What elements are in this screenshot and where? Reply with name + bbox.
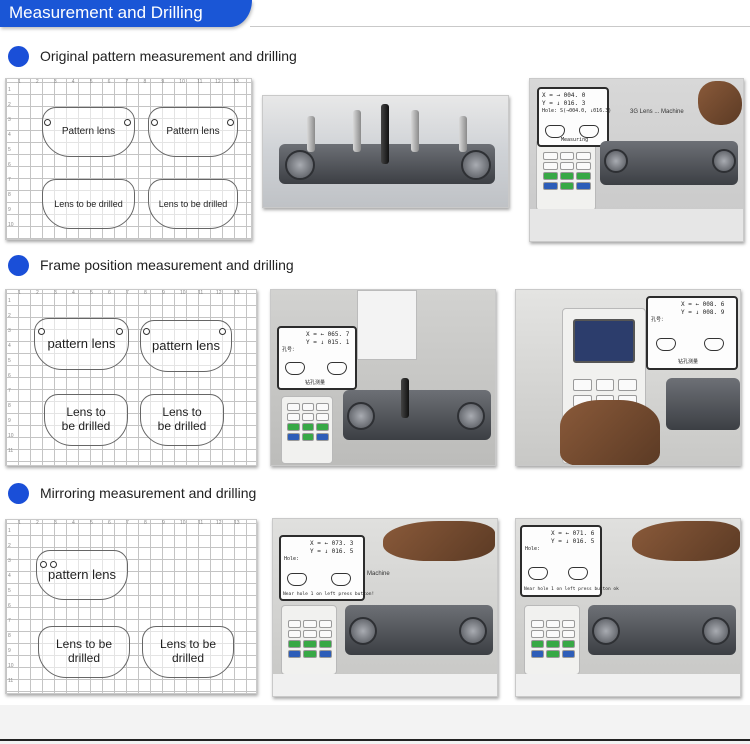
glasses-icon — [704, 338, 724, 351]
drill-lens-left: Lens to be drilled — [42, 179, 135, 229]
section-1-heading: Original pattern measurement and drillin… — [8, 45, 297, 67]
hand-image — [383, 521, 495, 561]
hand-image — [698, 81, 742, 125]
drill-lens-right: Lens to be drilled — [142, 626, 234, 678]
section-label: Original pattern measurement and drillin… — [40, 48, 297, 64]
glasses-icon — [568, 567, 588, 580]
pattern-lens-right: pattern lens — [140, 320, 232, 372]
drill-lens-right: Lens to be drilled — [148, 179, 238, 229]
hole-icon — [151, 119, 158, 126]
section-label: Frame position measurement and drilling — [40, 257, 294, 273]
photo-machine-measuring: X = → 004. 0 Y = ↓ 016. 3 Hole: S(→004.0… — [529, 78, 744, 242]
photo-keypad-press: X = ← 008. 6 Y = ↓ 008. 9 孔号： 钻孔测量 — [515, 289, 741, 466]
pattern-lens-left: Pattern lens — [42, 107, 135, 157]
control-console — [281, 605, 337, 675]
glasses-icon — [579, 125, 599, 138]
keypad — [287, 403, 329, 441]
display-screen: X = ← 073. 3 Y = ↓ 016. 5 Hole: Near hol… — [279, 535, 374, 601]
hole-icon — [116, 328, 123, 335]
hand-image — [560, 400, 660, 465]
control-console — [524, 605, 580, 675]
control-console — [281, 396, 333, 464]
lcd-screen — [573, 319, 635, 363]
drill-lens-left: Lens to be drilled — [38, 626, 130, 678]
glasses-icon — [285, 362, 305, 375]
display-screen: X = → 004. 0 Y = ↓ 016. 3 Hole: S(→004.0… — [537, 87, 611, 147]
keypad — [543, 152, 591, 190]
hole-icon — [143, 328, 150, 335]
header-divider — [250, 26, 750, 27]
bullet-dot-icon — [8, 45, 29, 67]
glasses-icon — [545, 125, 565, 138]
display-screen: X = ← 008. 6 Y = ↓ 008. 9 孔号： 钻孔测量 — [646, 296, 738, 370]
glasses-icon — [327, 362, 347, 375]
header-bar: Measurement and Drilling — [0, 0, 252, 27]
hole-icon — [40, 561, 47, 568]
bullet-dot-icon — [8, 254, 29, 276]
photo-lens-holder-closeup — [262, 95, 509, 208]
glasses-icon — [656, 338, 676, 351]
footer-divider — [0, 739, 750, 741]
drill-lens-left: Lens to be drilled — [44, 394, 128, 446]
control-console — [536, 139, 596, 211]
photo-mirroring-measuring: X = ← 073. 3 Y = ↓ 016. 5 Hole: Near hol… — [272, 518, 498, 697]
pattern-lens: pattern lens — [36, 550, 128, 600]
display-screen: X = ← 065. 7 Y = ↓ 015. 1 孔号： 钻孔测量 — [277, 326, 357, 390]
bullet-dot-icon — [8, 482, 29, 504]
display-screen: X = ← 071. 6 Y = ↓ 016. 5 Hole: Near hol… — [520, 525, 619, 597]
photo-mirroring-drilling: X = ← 071. 6 Y = ↓ 016. 5 Hole: Near hol… — [515, 518, 741, 697]
keypad — [531, 620, 575, 658]
drill-lens-right: Lens to be drilled — [140, 394, 224, 446]
page-title: Measurement and Drilling — [9, 3, 203, 22]
hole-icon — [227, 119, 234, 126]
glasses-icon — [287, 573, 307, 586]
hole-icon — [44, 119, 51, 126]
section-3-heading: Mirroring measurement and drilling — [8, 482, 256, 504]
hole-icon — [38, 328, 45, 335]
glasses-icon — [331, 573, 351, 586]
hand-image — [632, 521, 740, 561]
section-label: Mirroring measurement and drilling — [40, 485, 257, 501]
keypad — [288, 620, 332, 658]
hole-icon — [219, 328, 226, 335]
section-2-heading: Frame position measurement and drilling — [8, 254, 294, 276]
pattern-lens-left: pattern lens — [34, 318, 129, 370]
hole-icon — [124, 119, 131, 126]
glasses-icon — [528, 567, 548, 580]
photo-frame-measuring: X = ← 065. 7 Y = ↓ 015. 1 孔号： 钻孔测量 — [270, 289, 496, 466]
footer-strip — [0, 705, 750, 744]
hole-icon — [50, 561, 57, 568]
pattern-lens-right: Pattern lens — [148, 107, 238, 157]
